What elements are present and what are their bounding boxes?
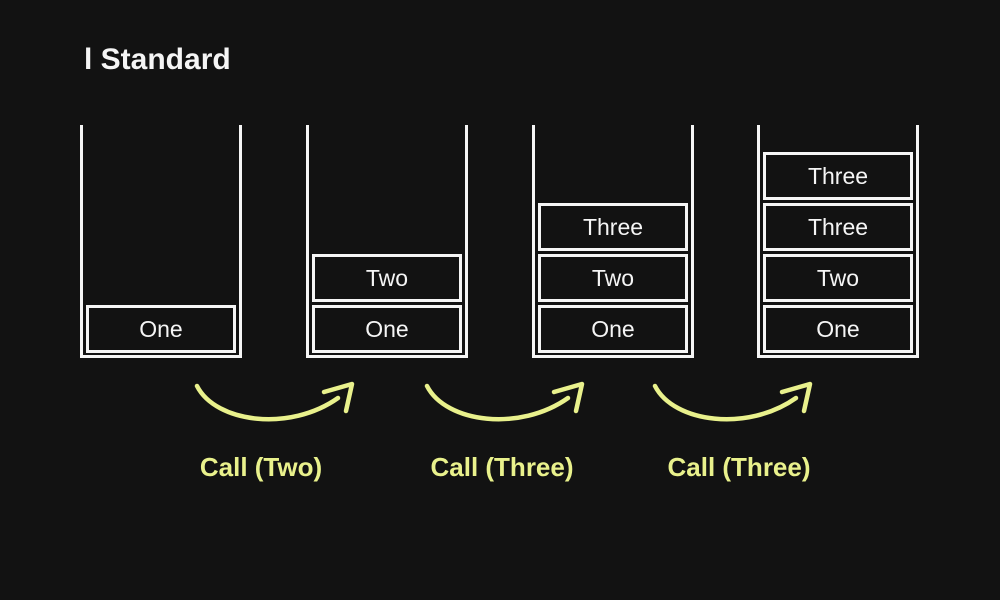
stack-frame-one: One <box>312 305 462 353</box>
call-arrow-icon <box>190 377 356 435</box>
call-label-three-2: Call (Three) <box>667 452 811 482</box>
call-label-two: Call (Two) <box>199 452 323 482</box>
page-title: l Standard <box>84 43 231 76</box>
stack-frame-two: Two <box>538 254 688 302</box>
call-arrow-icon <box>648 377 814 435</box>
stack-frame-one: One <box>86 305 236 353</box>
stack-diagram-3: Three Two One <box>532 125 694 358</box>
stack-frame-three: Three <box>538 203 688 251</box>
stack-diagram-4: Three Three Two One <box>757 125 919 358</box>
stack-diagram-2: Two One <box>306 125 468 358</box>
stack-frame-one: One <box>763 305 913 353</box>
stack-frame-three: Three <box>763 152 913 200</box>
stack-frame-one: One <box>538 305 688 353</box>
call-arrow-icon <box>420 377 586 435</box>
stack-diagram-1: One <box>80 125 242 358</box>
stack-frame-two: Two <box>312 254 462 302</box>
stack-frame-two: Two <box>763 254 913 302</box>
call-label-three: Call (Three) <box>430 452 574 482</box>
stack-frame-three: Three <box>763 203 913 251</box>
